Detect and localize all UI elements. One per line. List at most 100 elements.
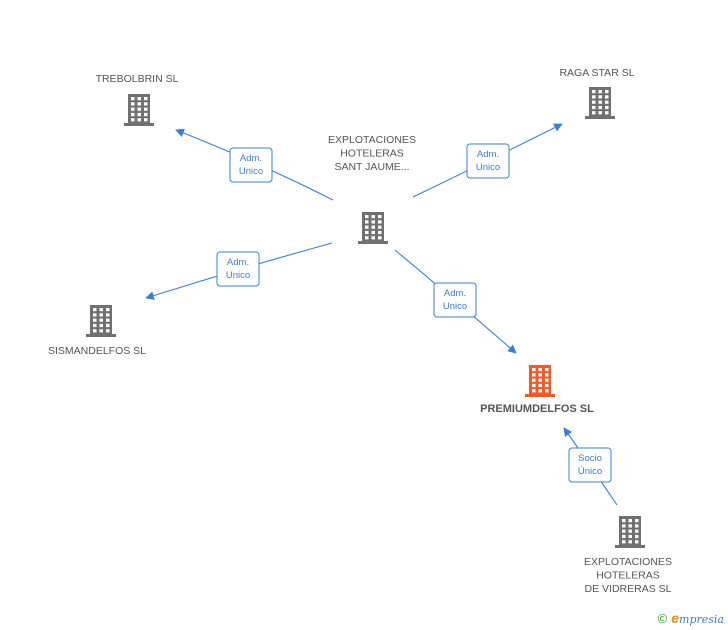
building-window [628,540,632,544]
building-base [585,116,615,119]
building-window [532,378,536,382]
building-window [592,95,596,99]
node-label: HOTELERAS [596,570,660,582]
node-label: SANT JAUME... [334,161,409,173]
building-window [605,111,609,115]
edge-label-box[interactable] [216,251,260,287]
building-window [144,97,148,101]
building-window [99,308,103,312]
building-window [532,389,536,393]
building-window [592,105,596,110]
building-window [635,534,639,539]
building-window [628,529,632,533]
building-window [144,102,148,106]
building-window [106,323,110,328]
edge-label: Adm. [477,149,499,160]
building-window [628,524,632,528]
building-window [592,100,596,104]
building-icon[interactable] [525,365,555,397]
building-window [378,230,382,235]
building-window [605,90,609,94]
building-window [532,383,536,388]
brand-logo[interactable]: empresia [671,610,724,626]
node-trebolbrin[interactable]: TREBOLBRIN SL [96,73,179,126]
edge-label: Socio [578,453,602,464]
building-window [137,97,141,101]
edge-label-box[interactable] [229,147,273,183]
building-window [106,329,110,333]
building-window [378,220,382,224]
building-window [622,540,626,544]
building-window [131,97,135,101]
building-window [532,368,536,372]
building-window [371,236,375,240]
building-window [99,313,103,317]
edge-center-to-premiumdelfos[interactable]: Adm.Unico [394,249,517,354]
building-window [365,220,369,224]
edge-label: Unico [226,270,250,281]
building-window [144,118,148,122]
building-window [538,383,542,388]
building-window [131,118,135,122]
edge-label-box[interactable] [466,143,510,179]
node-label: EXPLOTACIONES [584,556,672,568]
building-window [365,215,369,219]
node-sismandelfos[interactable]: SISMANDELFOS SL [48,305,146,357]
building-icon[interactable] [124,94,154,126]
building-window [605,100,609,104]
copyright-icon: © [657,610,668,626]
building-window [378,215,382,219]
building-window [622,519,626,523]
building-window [106,313,110,317]
building-window [635,519,639,523]
node-ragastar[interactable]: RAGA STAR SL [559,67,635,119]
building-window [93,313,97,317]
edge-center-to-sismandelfos[interactable]: Adm.Unico [145,242,333,300]
building-icon[interactable] [358,212,388,244]
node-premiumdelfos[interactable]: PREMIUMDELFOS SL [480,365,594,415]
building-window [99,318,103,322]
building-window [137,118,141,122]
building-window [592,90,596,94]
building-window [622,524,626,528]
edge-label: Único [578,466,602,477]
node-label: SISMANDELFOS SL [48,345,146,357]
building-base [358,241,388,244]
building-base [124,123,154,126]
building-window [137,102,141,106]
building-window [628,519,632,523]
building-window [144,112,148,117]
building-base [525,394,555,397]
edge-label: Adm. [444,288,466,299]
building-icon[interactable] [615,516,645,548]
edge-center-to-trebolbrin[interactable]: Adm.Unico [175,128,334,201]
building-window [106,308,110,312]
building-icon[interactable] [585,87,615,119]
building-window [131,112,135,117]
building-window [371,220,375,224]
building-window [622,534,626,539]
edge-center-to-ragastar[interactable]: Adm.Unico [412,123,563,198]
building-icon[interactable] [86,305,116,337]
brand-logo-e: e [671,610,680,626]
building-base [615,545,645,548]
edge-label-box[interactable] [433,282,477,318]
node-label: HOTELERAS [340,148,404,160]
building-window [131,107,135,111]
building-window [545,378,549,382]
edge-label-box[interactable] [568,447,612,483]
building-window [635,524,639,528]
building-window [545,373,549,377]
node-label: EXPLOTACIONES [328,134,416,146]
building-window [538,368,542,372]
edge-label: Unico [239,166,263,177]
building-window [365,236,369,240]
building-window [131,102,135,106]
building-window [592,111,596,115]
building-window [99,329,103,333]
building-base [86,334,116,337]
building-window [371,225,375,229]
